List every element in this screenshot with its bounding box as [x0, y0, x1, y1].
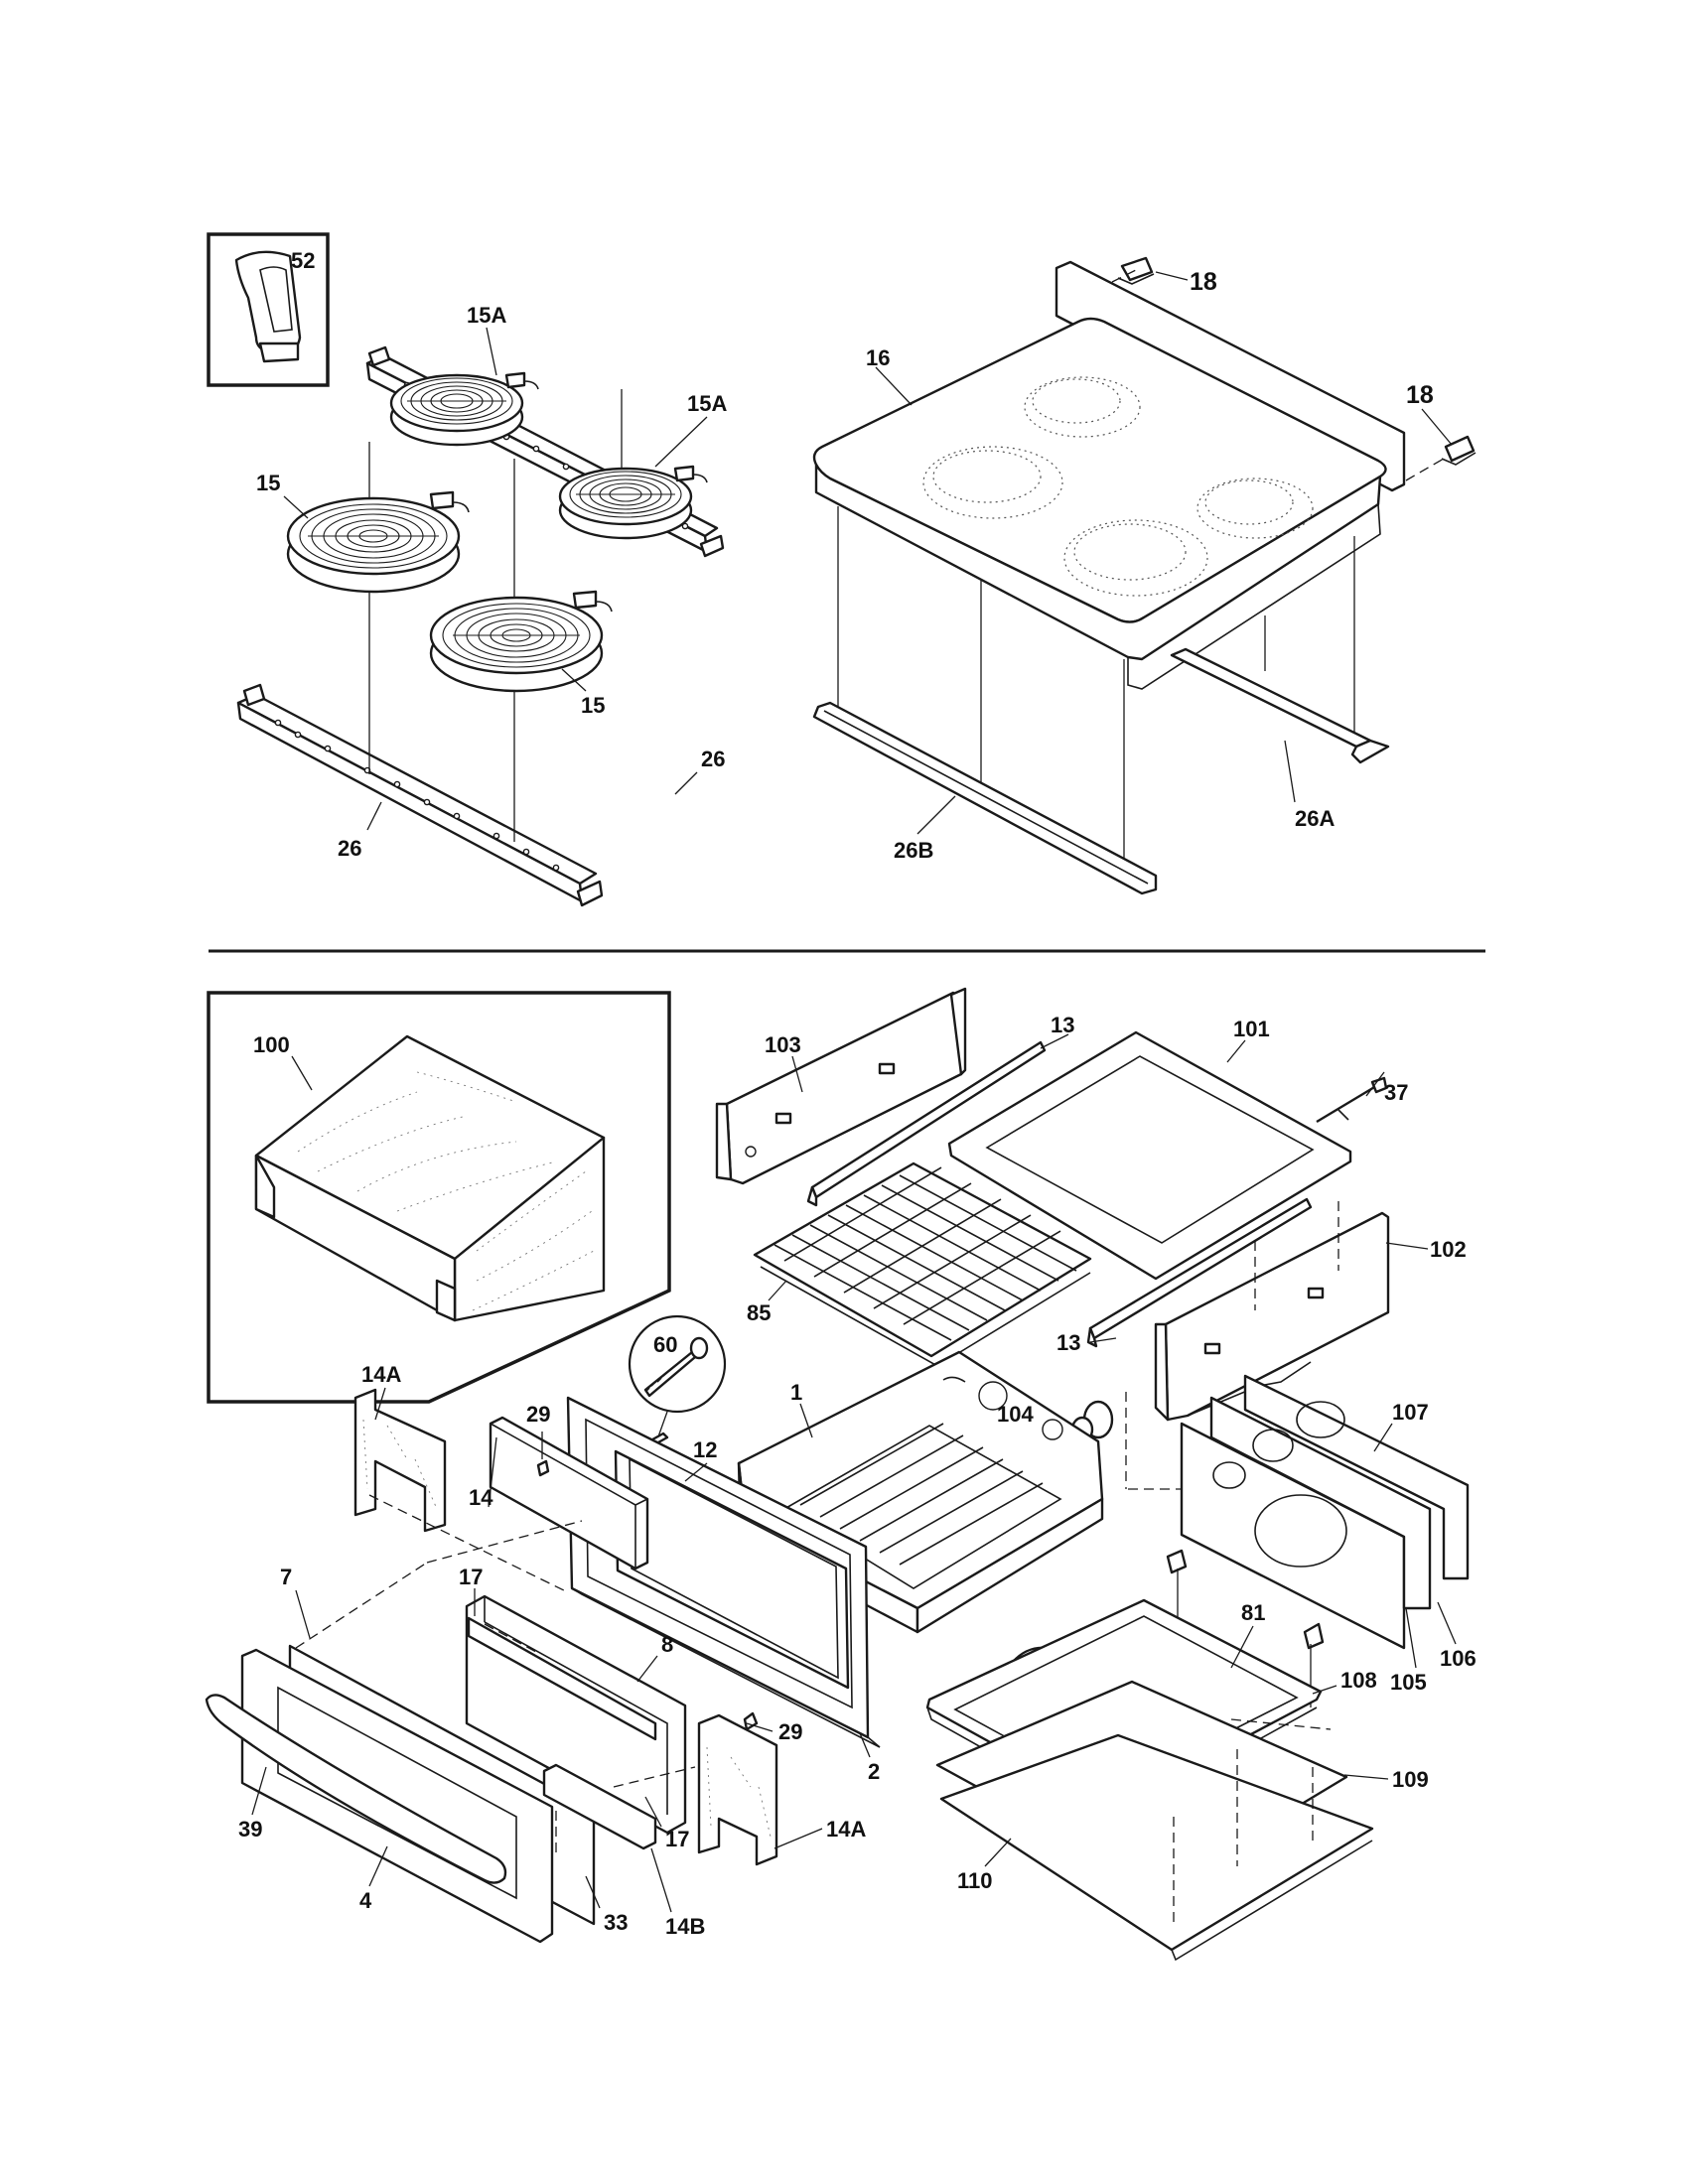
- trim-26b: [812, 701, 1158, 895]
- knob-icon: [234, 250, 302, 363]
- label-15a-rear: 15A: [467, 303, 506, 328]
- surface-element-15-left: [286, 490, 470, 594]
- label-85: 85: [747, 1300, 771, 1325]
- label-7: 7: [280, 1565, 292, 1589]
- label-33: 33: [604, 1910, 628, 1935]
- label-18-side: 18: [1406, 381, 1434, 409]
- label-108: 108: [1340, 1668, 1377, 1693]
- label-26-rear: 26: [701, 747, 725, 771]
- label-16: 16: [866, 345, 890, 370]
- label-105: 105: [1390, 1670, 1427, 1695]
- label-110: 110: [957, 1868, 993, 1893]
- inset-100-box: [207, 991, 671, 1404]
- label-81: 81: [1241, 1600, 1265, 1625]
- oven-rack-85: [753, 1161, 1092, 1367]
- door-insulation-14a-left: [353, 1388, 447, 1533]
- label-4: 4: [359, 1888, 372, 1913]
- door-handle-39: [205, 1694, 507, 1884]
- label-15-left: 15: [256, 471, 280, 495]
- label-101: 101: [1233, 1017, 1270, 1041]
- label-104: 104: [997, 1402, 1034, 1427]
- label-12: 12: [693, 1437, 717, 1462]
- cooktop-16: [812, 260, 1406, 690]
- label-14a-right: 14A: [826, 1817, 866, 1842]
- label-29-bottom: 29: [778, 1719, 802, 1744]
- label-15-center: 15: [581, 693, 605, 718]
- label-26a: 26A: [1295, 806, 1335, 831]
- side-panel-103: [715, 987, 967, 1185]
- screw-29-bottom: [743, 1711, 759, 1731]
- label-52: 52: [291, 248, 315, 273]
- label-14b: 14B: [665, 1914, 705, 1939]
- door-glass-8: [467, 1616, 657, 1741]
- rear-panel-107: [1243, 1374, 1470, 1580]
- label-17-top: 17: [459, 1565, 483, 1589]
- door-insulation-14b: [542, 1763, 657, 1850]
- top-panel-101: [947, 1030, 1352, 1281]
- label-15a-right: 15A: [687, 391, 727, 416]
- surface-element-15a-rear: [389, 371, 539, 447]
- label-14: 14: [469, 1485, 493, 1510]
- support-bar-26-front: [236, 683, 604, 907]
- label-13-upper: 13: [1051, 1013, 1074, 1037]
- bottom-cover-110: [939, 1733, 1374, 1962]
- label-1: 1: [790, 1380, 802, 1405]
- rear-panel-106: [1209, 1396, 1432, 1610]
- label-8: 8: [661, 1632, 673, 1657]
- label-29-top: 29: [526, 1402, 550, 1427]
- label-109: 109: [1392, 1767, 1429, 1792]
- label-17-bottom: 17: [665, 1827, 689, 1851]
- clip-18-rear: [1117, 256, 1155, 285]
- clip-18-side: [1441, 435, 1477, 466]
- channel-26a: [1170, 647, 1390, 764]
- label-13-lower: 13: [1056, 1330, 1080, 1355]
- insulation-blanket-icon: [254, 1034, 606, 1322]
- label-26b: 26B: [894, 838, 933, 863]
- side-panel-102: [1154, 1211, 1390, 1422]
- label-102: 102: [1430, 1237, 1467, 1262]
- label-60: 60: [653, 1332, 677, 1357]
- label-39: 39: [238, 1817, 262, 1842]
- label-2: 2: [868, 1759, 880, 1784]
- label-26-front: 26: [338, 836, 361, 861]
- label-100: 100: [253, 1032, 290, 1057]
- label-18-rear: 18: [1190, 268, 1217, 296]
- label-37: 37: [1384, 1080, 1408, 1105]
- surface-element-15a-right: [558, 465, 708, 540]
- label-103: 103: [765, 1032, 801, 1057]
- label-106: 106: [1440, 1646, 1477, 1671]
- door-insulation-14a-right: [697, 1713, 778, 1866]
- screw-29-top: [536, 1432, 550, 1477]
- rack-slide-13-upper: [806, 1040, 1047, 1207]
- label-107: 107: [1392, 1400, 1429, 1425]
- label-14a-left: 14A: [361, 1362, 401, 1387]
- surface-element-15-center: [429, 590, 613, 693]
- inset-52-box: [207, 232, 330, 387]
- sensor-37: [1316, 1076, 1388, 1124]
